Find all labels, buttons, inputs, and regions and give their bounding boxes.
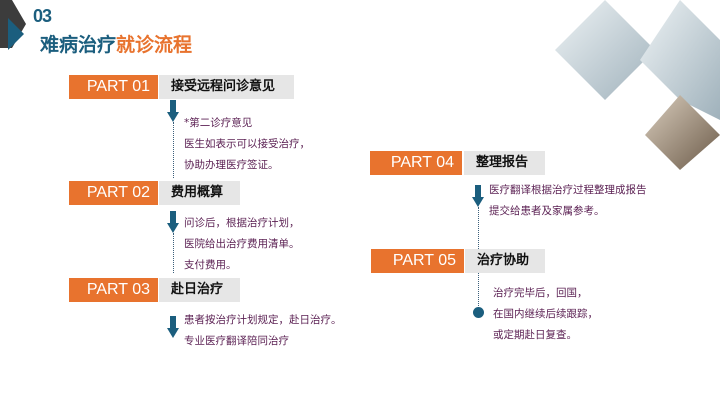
timeline-line xyxy=(478,273,479,308)
medical-photos xyxy=(555,0,720,170)
timeline-end-dot xyxy=(473,307,484,318)
part-01-text: *第二诊疗意见医生如表示可以接受治疗，协助办理医疗签证。 xyxy=(184,117,310,171)
arrow-down-icon xyxy=(472,185,484,207)
part-02-text: 问诊后，根据治疗计划，医院给出治疗费用清单。支付费用。 xyxy=(184,217,300,271)
part-03-badge: PART 03 xyxy=(69,278,158,302)
section-number: 03 xyxy=(33,6,52,26)
timeline-line xyxy=(478,207,479,249)
timeline-line xyxy=(173,233,174,273)
part-05-label: 治疗协助 xyxy=(465,249,545,273)
part-02-badge: PART 02 xyxy=(69,181,158,205)
timeline-line xyxy=(173,122,174,178)
part-04-label: 整理报告 xyxy=(464,151,545,175)
part-05-badge: PART 05 xyxy=(371,249,464,273)
part-03-text: 患者按治疗计划规定，赴日治疗。专业医疗翻译陪同治疗 xyxy=(184,314,342,347)
part-05-text: 治疗完毕后，回国，在国内继续后续跟踪，或定期赴日复查。 xyxy=(493,287,598,341)
part-03-label: 赴日治疗 xyxy=(159,278,240,302)
arrow-down-icon xyxy=(167,316,179,338)
chevron-icon xyxy=(0,0,26,50)
part-04-text: 医疗翻译根据治疗过程整理成报告提交给患者及家属参考。 xyxy=(489,184,647,217)
part-04-badge: PART 04 xyxy=(370,151,462,175)
part-02-label: 费用概算 xyxy=(159,181,240,205)
arrow-down-icon xyxy=(167,100,179,122)
arrow-down-icon xyxy=(167,211,179,233)
part-01-label: 接受远程问诊意见 xyxy=(159,75,294,99)
part-01-badge: PART 01 xyxy=(69,75,158,99)
page-title: 难病治疗就诊流程 xyxy=(40,34,193,56)
